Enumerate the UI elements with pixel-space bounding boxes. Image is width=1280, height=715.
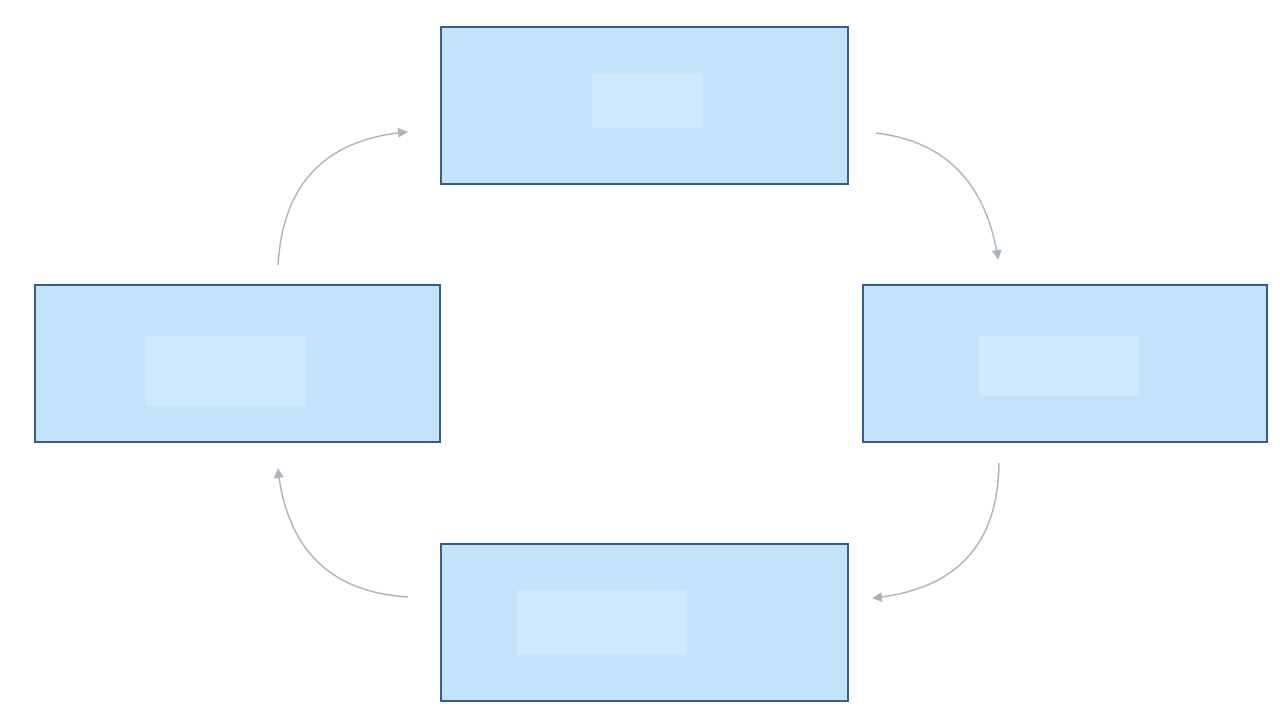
arrow-left-to-top <box>277 127 408 266</box>
node-label-bottom <box>442 545 847 700</box>
node-highlight <box>979 336 1139 396</box>
node-label-top <box>442 28 847 183</box>
cycle-node-right <box>862 284 1268 443</box>
arrow-right-to-bottom <box>872 462 1000 603</box>
cycle-node-bottom <box>440 543 849 702</box>
node-label-left <box>36 286 439 441</box>
arrow-top-to-right <box>875 132 1002 260</box>
node-highlight <box>592 73 702 128</box>
node-highlight <box>517 590 687 655</box>
arrow-bottom-to-left <box>273 468 409 598</box>
cycle-node-top <box>440 26 849 185</box>
node-highlight <box>146 336 306 406</box>
node-label-right <box>864 286 1266 441</box>
cycle-node-left <box>34 284 441 443</box>
